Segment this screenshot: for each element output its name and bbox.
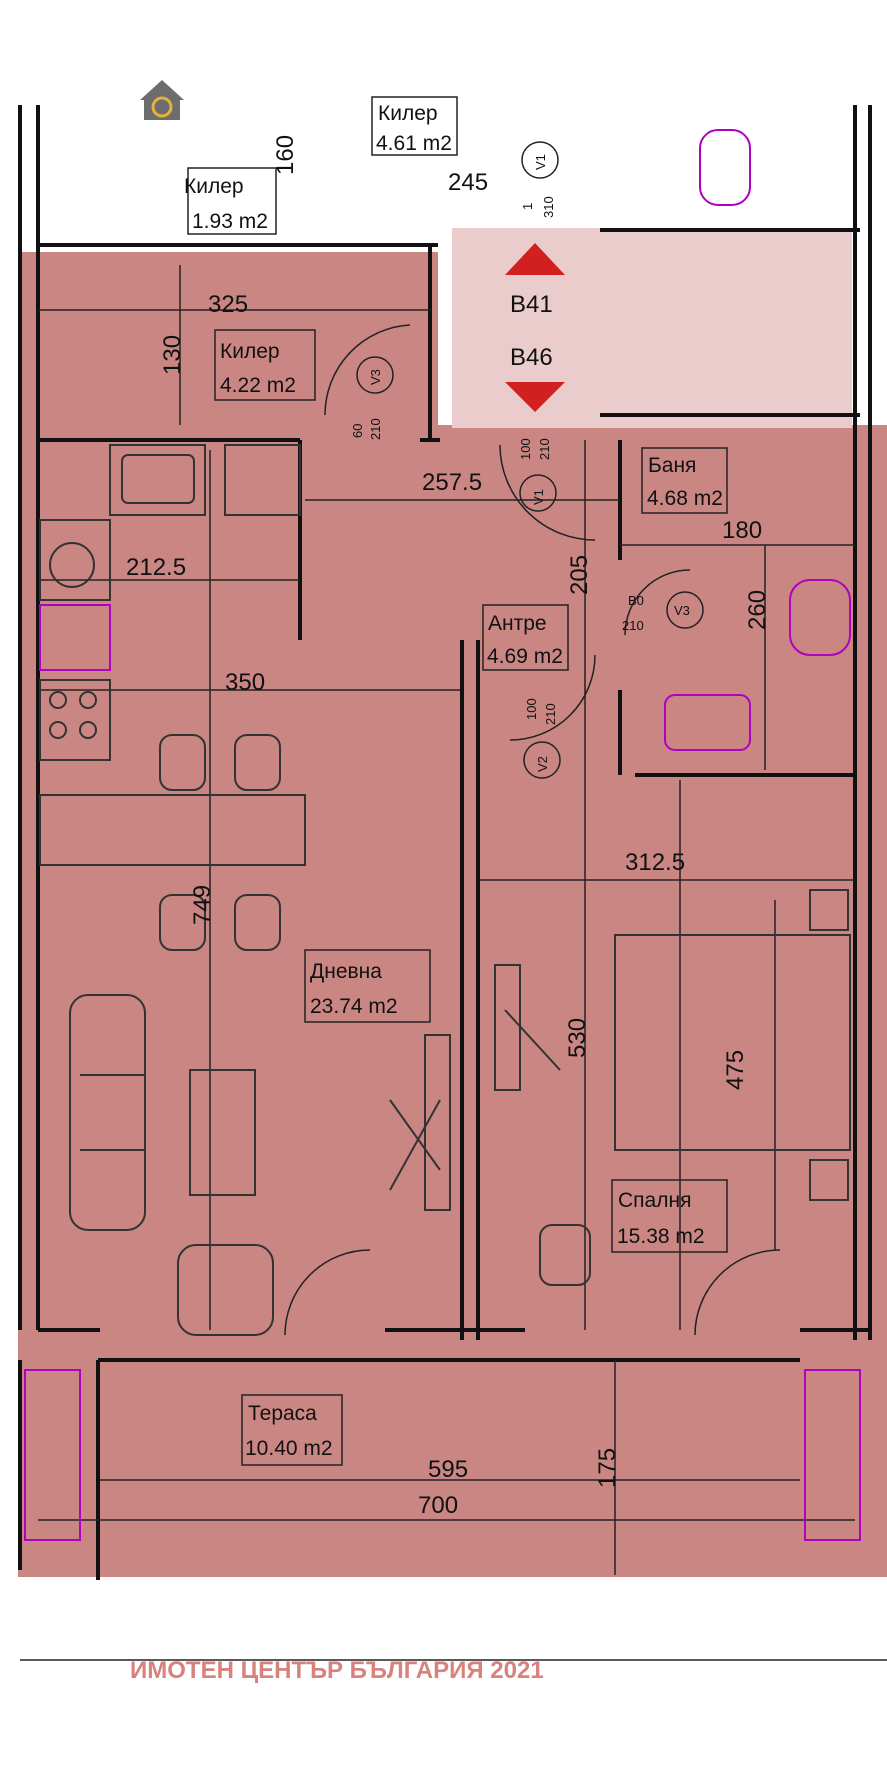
door-type: V3	[674, 603, 690, 618]
door-bottom: 210	[368, 418, 383, 440]
dimension-label: 475	[722, 1050, 749, 1090]
room-area: 4.69 m2	[487, 645, 563, 668]
dimension-label: 312.5	[625, 849, 685, 876]
door-bottom: 210	[543, 703, 558, 725]
dimension-label: 175	[594, 1448, 621, 1488]
dimension-label: 700	[418, 1492, 458, 1519]
marker-down-icon	[505, 382, 565, 412]
dimension-label: 245	[448, 169, 488, 196]
room-area: 10.40 m2	[245, 1437, 333, 1460]
room-name: Килер	[220, 340, 280, 363]
room-name: Тераса	[248, 1402, 317, 1425]
door-tag: V3 B0 210	[622, 591, 704, 633]
company-logo-icon	[140, 80, 184, 120]
room-name: Дневна	[310, 960, 382, 983]
dimension-label: 325	[208, 291, 248, 318]
room-name: Спалня	[618, 1189, 691, 1212]
room-area: 15.38 m2	[617, 1225, 705, 1248]
door-top: 1	[520, 203, 535, 210]
door-swings	[284, 324, 781, 1336]
door-top: 60	[350, 424, 365, 438]
room-area: 4.68 m2	[647, 487, 723, 510]
door-bottom: 210	[622, 618, 644, 633]
door-top: 100	[524, 698, 539, 720]
apartment-area	[18, 228, 887, 1577]
door-bottom: 310	[541, 196, 556, 218]
furniture	[24, 129, 861, 1541]
room-area: 4.22 m2	[220, 374, 296, 397]
dimension-lines	[20, 265, 887, 1661]
door-type: V3	[368, 369, 383, 385]
door-tag: V2 100 210	[523, 698, 561, 779]
apartment-tag: B46	[510, 344, 553, 371]
door-type: V2	[535, 756, 550, 772]
room-name: Антре	[488, 612, 547, 635]
door-top: B0	[628, 593, 644, 608]
room-area: 23.74 m2	[310, 995, 398, 1018]
watermark-text: ИМОТЕН ЦЕНТЪР БЪЛГАРИЯ 2021	[130, 1657, 544, 1684]
door-type: V1	[533, 154, 548, 170]
dimension-label: 749	[189, 885, 216, 925]
dimension-texts: 160 245 325 130 257.5 212.5 180 205 260 …	[126, 135, 771, 1519]
dimension-label: 595	[428, 1456, 468, 1483]
walls	[18, 105, 872, 1580]
dimension-label: 180	[722, 517, 762, 544]
door-top: 100	[518, 438, 533, 460]
door-bottom: 210	[537, 438, 552, 460]
room-name: Килер	[378, 102, 438, 125]
dimension-label: 160	[272, 135, 299, 175]
dimension-label: 130	[159, 335, 186, 375]
room-area: 4.61 m2	[376, 132, 452, 155]
dimension-label: 530	[564, 1018, 591, 1058]
dimension-label: 350	[225, 669, 265, 696]
room-area: 1.93 m2	[192, 210, 268, 233]
room-name: Баня	[648, 454, 696, 477]
dimension-label: 212.5	[126, 554, 186, 581]
dimension-label: 257.5	[422, 469, 482, 496]
door-type: V1	[531, 489, 546, 505]
room-name: Килер	[184, 175, 244, 198]
door-tag: V1 100 210	[518, 438, 557, 512]
dimension-label: 205	[566, 555, 593, 595]
apartment-tag: B41	[510, 291, 553, 318]
door-tag: V1 1 310	[520, 141, 559, 218]
door-tag: V3 60 210	[350, 356, 394, 440]
marker-up-icon	[505, 243, 565, 275]
dimension-label: 260	[744, 590, 771, 630]
room-labels: Килер 4.61 m2 Килер 1.93 m2 Килер 4.22 m…	[184, 96, 728, 1466]
